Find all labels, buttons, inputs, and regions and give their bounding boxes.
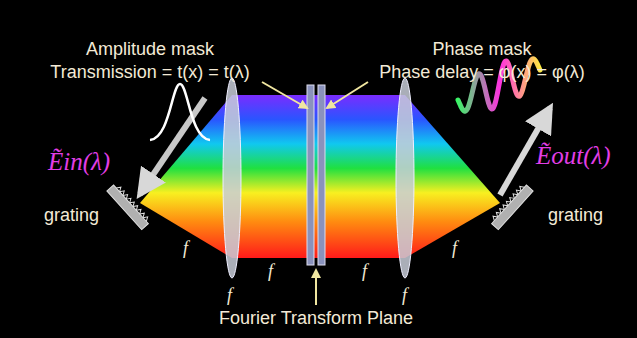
grating-tooth	[143, 215, 149, 221]
focal-length-label: f	[402, 285, 407, 306]
lens	[223, 78, 241, 278]
grating-tooth	[126, 196, 132, 202]
grating-tooth	[518, 185, 524, 191]
grating-symbol	[489, 182, 533, 229]
lens	[396, 78, 414, 278]
mask-label: Amplitude mask	[86, 39, 214, 60]
grating-tooth	[140, 211, 146, 217]
amplitude-mask	[307, 85, 314, 265]
mask-equation: Transmission = t(x) = t(λ)	[50, 62, 249, 83]
focal-length-label: f	[452, 238, 457, 259]
grating-tooth	[120, 189, 126, 195]
mask-equation: Phase delay = φ(x) = φ(λ)	[379, 62, 584, 83]
grating-tooth	[130, 200, 136, 206]
grating-tooth	[116, 185, 122, 191]
mask-label: Phase mask	[432, 39, 531, 60]
input-beam-arrow	[140, 98, 205, 194]
leader-arrow	[262, 82, 307, 108]
input-cone	[140, 95, 232, 258]
grating-tooth	[136, 208, 142, 214]
grating-tooth	[133, 204, 139, 210]
phase-mask	[318, 85, 325, 265]
output-cone	[405, 95, 500, 258]
focal-length-label: f	[268, 261, 273, 282]
input-pulse	[150, 84, 210, 140]
plane-label: Fourier Transform Plane	[219, 308, 413, 329]
input-field-label: Ẽin(λ)	[48, 148, 110, 177]
focal-length-label: f	[183, 238, 188, 259]
output-field-label: Ẽout(λ)	[536, 142, 611, 171]
leader-arrow	[315, 270, 317, 305]
leader-arrow	[327, 82, 368, 108]
focal-length-label: f	[362, 261, 367, 282]
grating-label: grating	[44, 205, 99, 226]
grating-tooth	[123, 193, 129, 199]
focal-length-label: f	[227, 285, 232, 306]
grating-label: grating	[548, 205, 603, 226]
